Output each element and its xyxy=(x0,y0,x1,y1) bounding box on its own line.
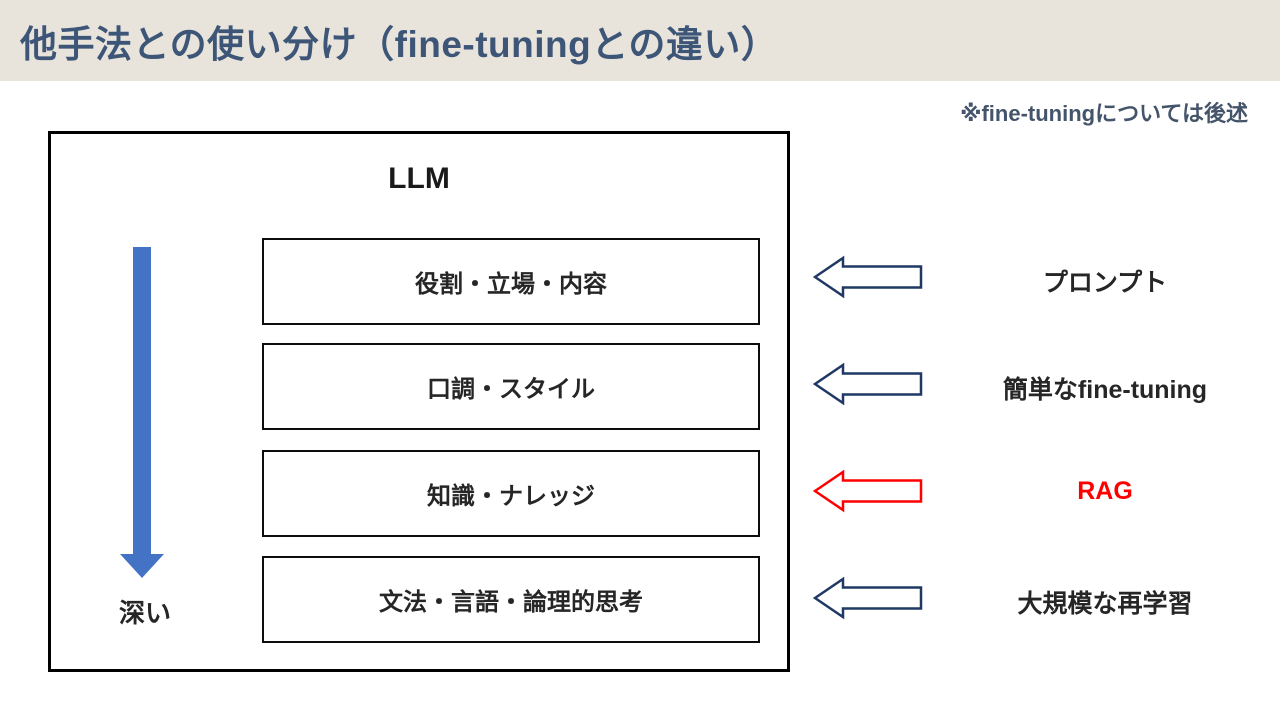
llm-label: LLM xyxy=(388,162,450,195)
layer-label: 口調・スタイル xyxy=(427,376,595,403)
left-block-arrow-icon xyxy=(813,362,923,406)
method-label: 大規模な再学習 xyxy=(1017,590,1193,618)
method-label: 簡単なfine-tuning xyxy=(1002,376,1208,404)
left-block-arrow-icon xyxy=(813,576,923,620)
left-block-arrow-icon xyxy=(813,469,923,513)
layer-box: 知識・ナレッジ xyxy=(262,450,760,537)
depth-label: 深い xyxy=(118,598,171,628)
layer-box: 役割・立場・内容 xyxy=(262,238,760,325)
layer-box: 文法・言語・論理的思考 xyxy=(262,556,760,643)
depth-arrow-icon xyxy=(120,247,164,578)
footnote: ※fine-tuningについては後述 xyxy=(960,101,1248,126)
layer-label: 役割・立場・内容 xyxy=(415,271,607,298)
method-label: プロンプト xyxy=(1042,269,1168,297)
layer-label: 文法・言語・論理的思考 xyxy=(379,589,643,616)
method-label: RAG xyxy=(1077,477,1133,505)
layer-box: 口調・スタイル xyxy=(262,343,760,430)
page-title: 他手法との使い分け（fine-tuningとの違い） xyxy=(20,23,779,65)
header-bar: 他手法との使い分け（fine-tuningとの違い） xyxy=(0,0,1280,81)
layer-label: 知識・ナレッジ xyxy=(427,483,595,510)
left-block-arrow-icon xyxy=(813,255,923,299)
